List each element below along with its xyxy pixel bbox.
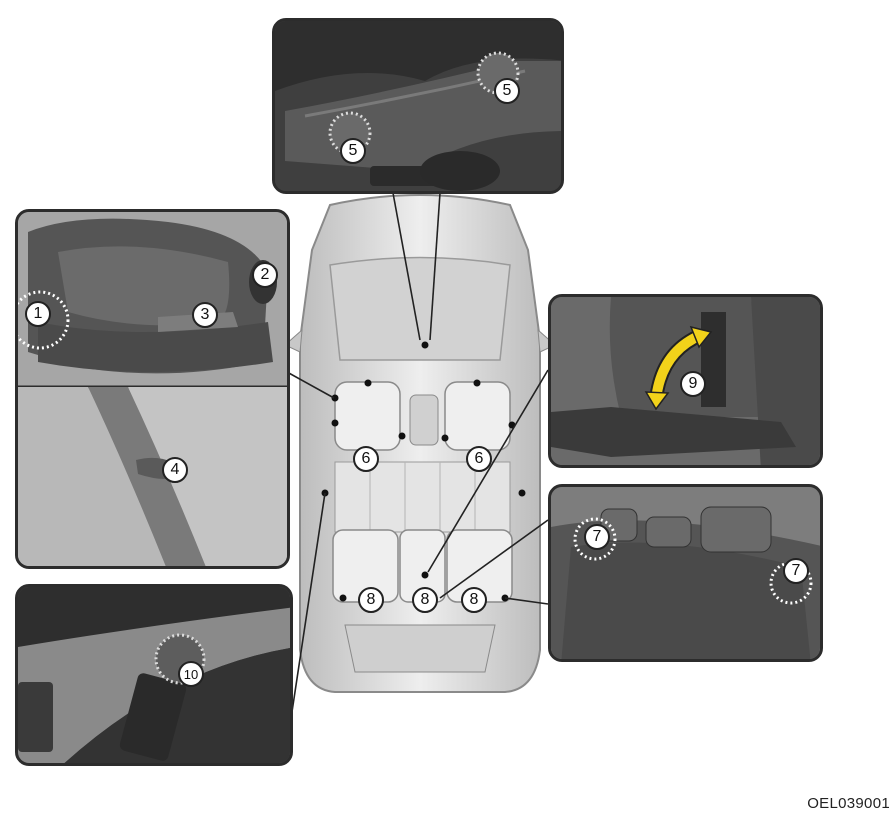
rear-window [344, 624, 496, 673]
callout-3: 3 [192, 302, 218, 328]
callout-10: 10 [178, 661, 204, 687]
image-code: OEL039001 [807, 795, 890, 812]
callout-5-left: 5 [340, 138, 366, 164]
front-right-seat [444, 381, 511, 451]
callout-4: 4 [162, 457, 188, 483]
panel-front-seat-controls: 1 2 3 4 [15, 209, 290, 569]
callout-8-right: 8 [461, 587, 487, 613]
callout-7-right: 7 [783, 558, 809, 584]
panel-door-switch: 10 [15, 584, 293, 766]
panel-rear-armrest: 9 [548, 294, 823, 468]
callout-8-left: 8 [358, 587, 384, 613]
callout-6-left: 6 [353, 446, 379, 472]
callout-8-center: 8 [412, 587, 438, 613]
panel-seat-warmer-switches: 5 5 [272, 18, 564, 194]
center-console [409, 394, 439, 446]
callout-7-left: 7 [584, 524, 610, 550]
callout-1: 1 [25, 301, 51, 327]
callout-6-right: 6 [466, 446, 492, 472]
windshield [329, 256, 511, 361]
rear-floor [334, 461, 511, 533]
callout-2: 2 [252, 262, 278, 288]
panel-rear-headrests: 7 7 [548, 484, 823, 662]
callout-9: 9 [680, 371, 706, 397]
callout-5-right: 5 [494, 78, 520, 104]
front-left-seat [334, 381, 401, 451]
